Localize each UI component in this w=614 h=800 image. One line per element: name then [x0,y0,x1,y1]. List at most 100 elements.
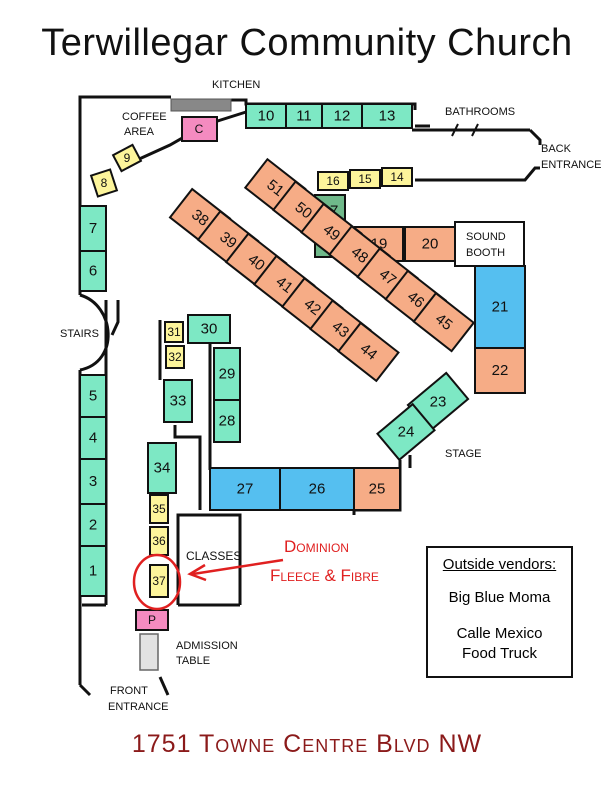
coffee-label-1: COFFEE [122,111,167,123]
booth-10-number: 10 [258,108,275,125]
booth-26-number: 26 [309,481,326,498]
booth-20-number: 20 [422,236,439,253]
booth-37[interactable]: 37 [149,564,169,598]
booth-42-number: 42 [301,295,325,319]
booth-44-shape[interactable] [337,321,400,383]
booth-45-shape[interactable] [412,291,476,353]
booth-33-shape[interactable] [163,379,193,423]
booth-10[interactable]: 10 [245,103,287,129]
booth-8-number: 8 [101,176,108,190]
booth-13[interactable]: 13 [361,103,413,129]
booth-30-shape[interactable] [187,314,231,344]
booth-37-shape[interactable] [149,564,169,598]
booth-45-number: 45 [432,310,456,334]
booth-1-shape[interactable] [79,545,107,597]
booth-6-shape[interactable] [79,250,107,292]
vendor-food-truck: Food Truck [461,645,538,662]
booth-16[interactable]: 16 [317,171,349,191]
booth-20[interactable]: 20 [404,226,456,262]
booth-3-shape[interactable] [79,458,107,505]
admission-booth-p[interactable] [135,609,169,631]
coffee-booth-c[interactable] [181,116,218,142]
booth-9[interactable]: 9 [111,143,143,173]
booth-3[interactable]: 3 [79,458,107,505]
booth-9-shape[interactable] [111,143,143,173]
booth-7[interactable]: 7 [79,205,107,252]
wall-back-entrance [528,128,542,145]
booth-31[interactable]: 31 [164,321,184,343]
booth-28[interactable]: 28 [213,399,241,443]
booth-34[interactable]: 34 [147,442,177,494]
wall-corridor-1 [110,300,120,336]
booth-12[interactable]: 12 [321,103,363,129]
booth-5[interactable]: 5 [79,374,107,418]
booth-14-shape[interactable] [381,167,413,187]
booth-51-number: 51 [263,176,287,200]
front-entrance-label-2: ENTRANCE [108,701,169,713]
booth-34-shape[interactable] [147,442,177,494]
callout-circle [132,553,182,611]
booth-29-shape[interactable] [213,347,241,401]
booth-9-number: 9 [124,151,131,165]
booth-20-shape[interactable] [404,226,456,262]
booth-30[interactable]: 30 [187,314,231,344]
booth-31-shape[interactable] [164,321,184,343]
booth-4-shape[interactable] [79,416,107,460]
booth-21[interactable]: 21 [474,265,526,349]
booth-13-shape[interactable] [361,103,413,129]
booth-3-number: 3 [89,473,97,490]
booth-16-number: 16 [326,174,340,188]
booth-26-shape[interactable] [279,467,355,511]
booth-43-number: 43 [329,318,353,342]
booth-36-number: 36 [152,534,166,548]
booth-26[interactable]: 26 [279,467,355,511]
back-entrance-label-1: BACK [541,143,572,155]
booth-29[interactable]: 29 [213,347,241,401]
booth-11[interactable]: 11 [285,103,323,129]
booth-32[interactable]: 32 [165,345,185,369]
booth-25[interactable]: 25 [353,467,401,511]
booth-32-shape[interactable] [165,345,185,369]
booth-24-number: 24 [398,424,415,441]
booth-27[interactable]: 27 [209,467,281,511]
booth-5-shape[interactable] [79,374,107,418]
booth-48-number: 48 [348,243,372,267]
booth-1[interactable]: 1 [79,545,107,597]
booth-36[interactable]: 36 [149,526,169,556]
booth-44[interactable]: 44 [337,321,400,383]
booth-4[interactable]: 4 [79,416,107,460]
booth-8-shape[interactable] [89,168,119,198]
booth-45[interactable]: 45 [412,291,476,353]
booth-15[interactable]: 15 [349,169,381,189]
booth-32-number: 32 [168,350,182,364]
booth-24-shape[interactable] [376,402,436,462]
booth-27-shape[interactable] [209,467,281,511]
booth-35-shape[interactable] [149,494,169,524]
booth-24[interactable]: 24 [376,402,436,462]
wall-stairs [79,293,110,372]
coffee-label-2: AREA [124,126,155,138]
booth-35[interactable]: 35 [149,494,169,524]
booth-2[interactable]: 2 [79,503,107,547]
admission-booth-label: P [148,613,156,627]
admission-label-1: ADMISSION [176,640,238,652]
bathroom-door-2 [471,123,479,137]
booth-12-number: 12 [334,108,351,125]
kitchen-counter [170,98,232,112]
booth-15-shape[interactable] [349,169,381,189]
booth-6[interactable]: 6 [79,250,107,292]
booth-12-shape[interactable] [321,103,363,129]
booth-28-shape[interactable] [213,399,241,443]
booth-16-shape[interactable] [317,171,349,191]
sound-booth[interactable] [454,221,525,267]
booth-8[interactable]: 8 [89,168,119,198]
booth-22[interactable]: 22 [474,347,526,394]
booth-22-shape[interactable] [474,347,526,394]
booth-37-number: 37 [152,574,166,588]
booth-14[interactable]: 14 [381,167,413,187]
booth-33[interactable]: 33 [163,379,193,423]
booth-28-number: 28 [219,413,236,430]
booth-11-number: 11 [296,108,312,125]
